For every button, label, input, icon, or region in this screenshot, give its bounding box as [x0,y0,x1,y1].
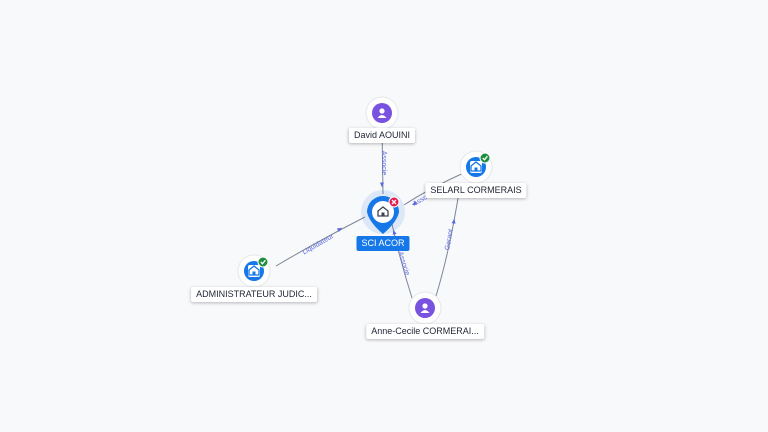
node-label-david[interactable]: David AOUINI [348,128,416,143]
company-icon [377,206,389,217]
node-label-sci[interactable]: SCI ACOR [356,236,410,251]
company-icon [470,161,482,172]
check-badge-icon [257,256,269,268]
edge-line [275,216,366,267]
arrow-icon [451,218,456,224]
arrow-icon [380,182,384,188]
edge-label: Liquidateur [302,233,336,257]
edge-label: Associe [380,151,387,176]
node-label-anne[interactable]: Anne-Cecile CORMERAI... [366,324,484,339]
node-david[interactable] [365,96,399,130]
person-icon [377,108,387,118]
edge-label: Gerant [444,229,455,251]
arrow-icon [411,201,418,206]
node-label-selarl[interactable]: SELARL CORMERAIS [425,183,527,198]
edge-label: Associe [396,251,410,277]
node-label-admin[interactable]: ADMINISTRATEUR JUDIC... [191,287,317,302]
closed-status-icon [388,196,400,208]
arrow-icon [392,229,397,235]
node-admin[interactable] [237,254,271,288]
arrow-icon [336,227,343,232]
node-selarl[interactable] [459,150,493,184]
edge-admin-sci: Liquidateur [275,216,366,267]
edge-anne-selarl: Gerant [435,185,461,297]
person-icon [420,303,430,313]
check-badge-icon [479,152,491,164]
edge-line [435,185,461,297]
node-sci[interactable] [361,190,405,234]
company-icon [248,265,260,276]
node-anne[interactable] [408,291,442,325]
